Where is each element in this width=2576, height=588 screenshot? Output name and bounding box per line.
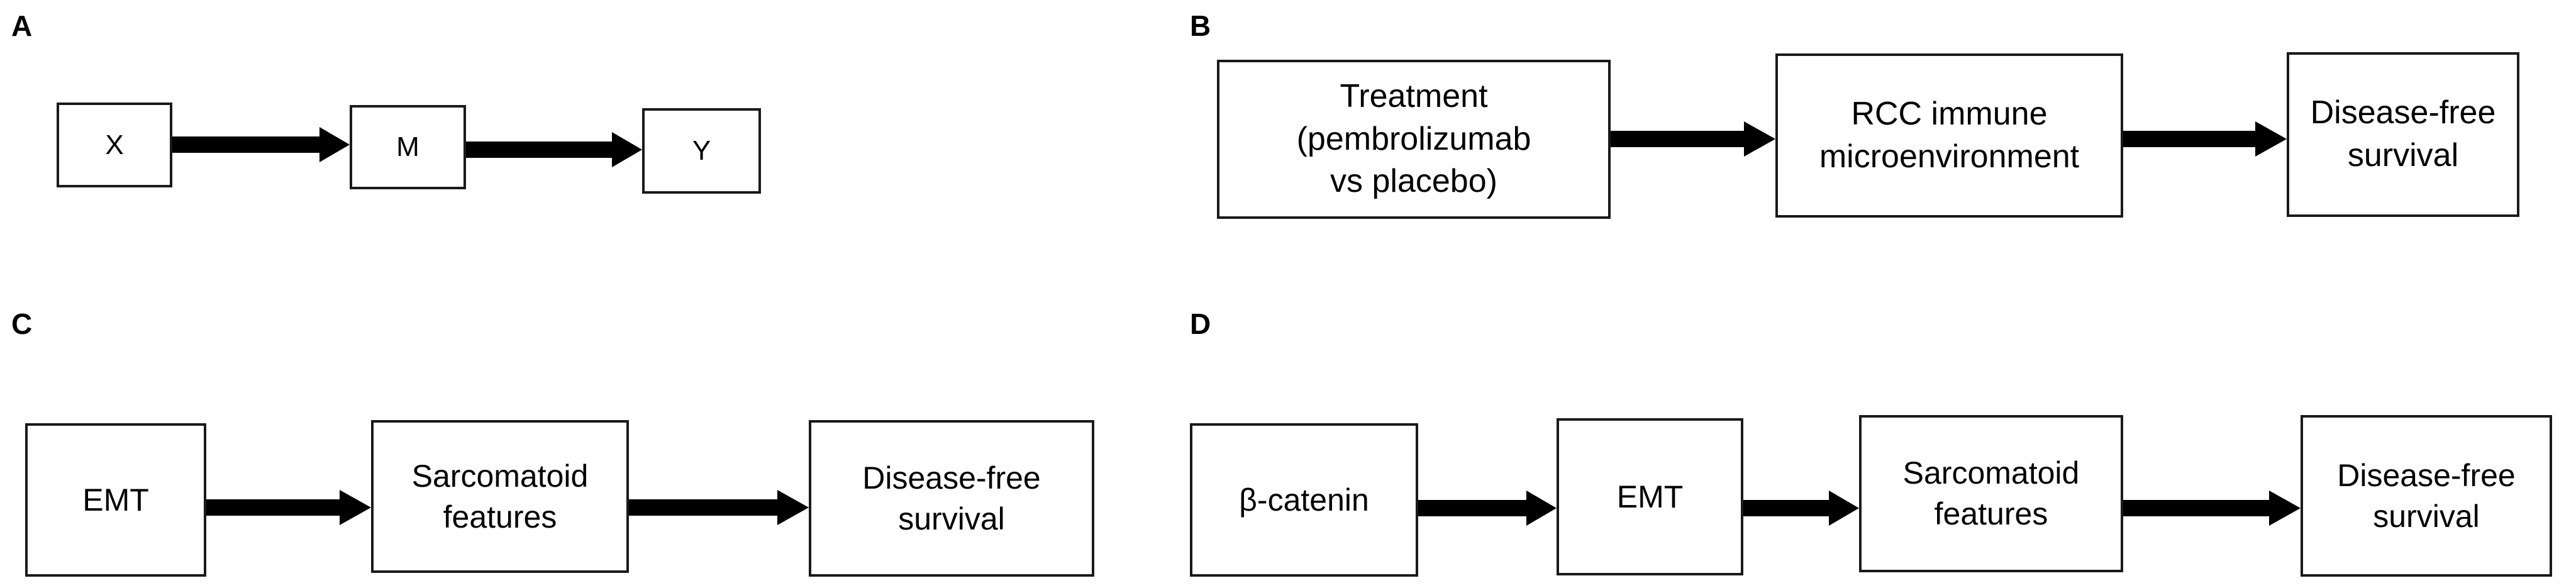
node-d-dfs: Disease-free survival bbox=[2301, 415, 2552, 577]
arrow-shaft bbox=[2123, 131, 2258, 147]
panel-c: C EMT Sarcomatoid features Disease-free … bbox=[0, 289, 1182, 588]
arrow-shaft bbox=[1611, 131, 1746, 147]
panel-c-label: C bbox=[11, 308, 33, 340]
node-c-dfs-label: Disease-free survival bbox=[862, 460, 1041, 536]
arrow-shaft bbox=[172, 136, 322, 153]
node-d-emt: EMT bbox=[1557, 418, 1743, 575]
node-c-emt-label: EMT bbox=[82, 482, 149, 518]
panel-a-label: A bbox=[11, 9, 33, 42]
panel-a: A X M Y bbox=[0, 0, 1182, 289]
node-d-sarc: Sarcomatoid features bbox=[1859, 415, 2123, 572]
arrow-shaft bbox=[629, 499, 779, 516]
arrow-head-icon bbox=[340, 490, 371, 525]
arrow-shaft bbox=[206, 499, 342, 516]
node-a-y: Y bbox=[642, 108, 761, 194]
panel-b-label: B bbox=[1190, 9, 1211, 42]
arrow-head-icon bbox=[777, 490, 809, 525]
node-a-x-label: X bbox=[105, 129, 124, 160]
node-c-sarc: Sarcomatoid features bbox=[371, 420, 629, 573]
arrow-head-icon bbox=[319, 127, 350, 162]
node-a-y-label: Y bbox=[692, 135, 711, 166]
node-d-sarc-label: Sarcomatoid features bbox=[1902, 455, 2080, 531]
arrow-head-icon bbox=[612, 132, 642, 167]
panel-d-label: D bbox=[1190, 308, 1211, 340]
arrow-shaft bbox=[2123, 500, 2270, 516]
arrow-shaft bbox=[1418, 500, 1529, 516]
node-a-m-label: M bbox=[396, 131, 419, 162]
arrow-head-icon bbox=[1744, 121, 1775, 157]
arrow-shaft bbox=[466, 141, 614, 158]
arrow-head-icon bbox=[2269, 491, 2301, 526]
node-d-dfs-label: Disease-free survival bbox=[2337, 457, 2516, 534]
node-b-treatment-label: Treatment (pembrolizumab vs placebo) bbox=[1296, 78, 1531, 200]
node-b-dfs: Disease-free survival bbox=[2287, 52, 2519, 217]
node-c-dfs: Disease-free survival bbox=[809, 420, 1094, 577]
arrow-head-icon bbox=[2255, 121, 2287, 157]
node-d-bcat: β-catenin bbox=[1190, 423, 1418, 577]
node-c-sarc-label: Sarcomatoid features bbox=[411, 458, 589, 535]
arrow-head-icon bbox=[1829, 491, 1859, 526]
arrow-shaft bbox=[1743, 500, 1831, 516]
node-b-rcc-label: RCC immune microenvironment bbox=[1819, 95, 2080, 175]
node-d-bcat-label: β-catenin bbox=[1239, 482, 1369, 518]
node-c-emt: EMT bbox=[25, 423, 206, 577]
panel-d: D β-catenin EMT Sarcomatoid features Dis… bbox=[1182, 289, 2576, 588]
node-b-dfs-label: Disease-free survival bbox=[2310, 94, 2496, 174]
node-d-emt-label: EMT bbox=[1616, 479, 1684, 514]
panel-b: B Treatment (pembrolizumab vs placebo) R… bbox=[1182, 0, 2576, 289]
node-b-treatment: Treatment (pembrolizumab vs placebo) bbox=[1217, 60, 1611, 219]
node-b-rcc: RCC immune microenvironment bbox=[1775, 53, 2123, 218]
node-a-m: M bbox=[350, 105, 466, 189]
node-a-x: X bbox=[57, 103, 172, 187]
arrow-head-icon bbox=[1526, 491, 1557, 526]
